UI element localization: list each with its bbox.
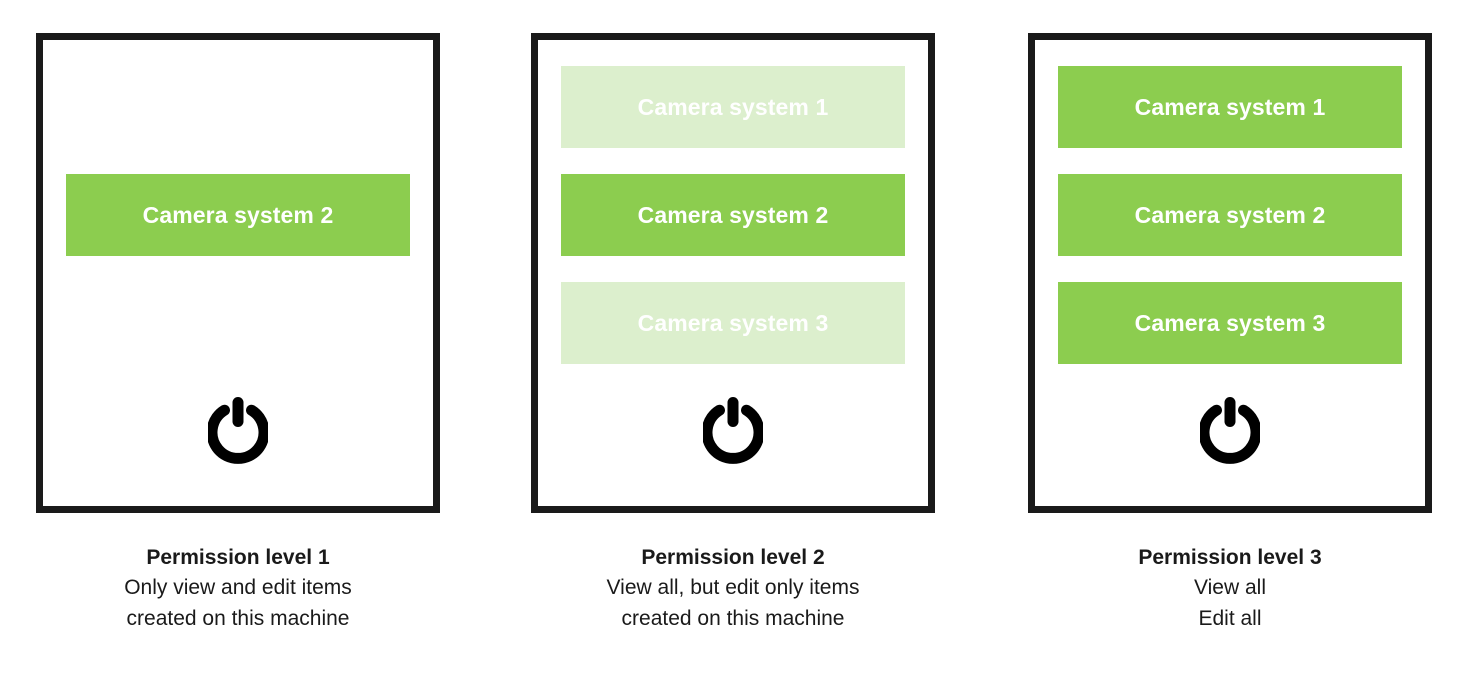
camera-slot-label: Camera system 2: [637, 201, 829, 228]
camera-slot-label: Camera system 3: [637, 309, 829, 336]
power-icon-wrap: [1035, 397, 1425, 465]
permission-level-2-group: Camera system 1 Camera system 2 Camera s…: [531, 33, 935, 634]
permission-level-3-group: Camera system 1 Camera system 2 Camera s…: [1028, 33, 1432, 634]
camera-system-list: Camera system 1 Camera system 2 Camera s…: [538, 66, 928, 364]
camera-slot-camera-system-2[interactable]: Camera system 2: [1058, 174, 1402, 256]
caption-line-1: View all: [1194, 576, 1266, 600]
caption-title: Permission level 2: [641, 546, 825, 569]
caption-line-1: View all, but edit only items: [606, 576, 860, 600]
permission-level-3-caption: Permission level 3 View all Edit all: [1028, 543, 1432, 634]
power-icon-wrap: [538, 397, 928, 465]
camera-slot-label: Camera system 1: [1134, 93, 1326, 120]
camera-slot-label: Camera system 3: [1134, 309, 1326, 336]
camera-slot-camera-system-3[interactable]: Camera system 3: [561, 282, 905, 364]
camera-slot-camera-system-2[interactable]: Camera system 2: [561, 174, 905, 256]
caption-title: Permission level 1: [146, 546, 330, 569]
camera-slot-label: Camera system 2: [142, 201, 334, 228]
camera-slot-camera-system-1[interactable]: Camera system 1: [1058, 66, 1402, 148]
camera-slot-empty-bottom: [66, 282, 410, 364]
camera-slot-camera-system-1[interactable]: Camera system 1: [561, 66, 905, 148]
permission-level-2-caption: Permission level 2 View all, but edit on…: [531, 543, 935, 634]
camera-system-list: Camera system 2: [43, 66, 433, 364]
caption-line-2: Edit all: [1198, 606, 1262, 630]
camera-slot-label: Camera system 1: [637, 93, 829, 120]
permission-level-1-group: Camera system 2 Permission level 1 Only …: [36, 33, 440, 634]
power-icon: [703, 397, 763, 464]
power-icon-wrap: [43, 397, 433, 465]
camera-slot-camera-system-3[interactable]: Camera system 3: [1058, 282, 1402, 364]
permission-level-1-caption: Permission level 1 Only view and edit it…: [36, 543, 440, 634]
camera-slot-label: Camera system 2: [1134, 201, 1326, 228]
power-icon: [208, 397, 268, 464]
camera-system-list: Camera system 1 Camera system 2 Camera s…: [1035, 66, 1425, 364]
caption-line-2: created on this machine: [126, 606, 350, 630]
caption-line-2: created on this machine: [621, 606, 845, 630]
power-icon: [1200, 397, 1260, 464]
permission-level-1-panel: Camera system 2: [36, 33, 440, 513]
camera-slot-empty-top: [66, 66, 410, 148]
caption-line-1: Only view and edit items: [124, 576, 352, 600]
caption-title: Permission level 3: [1138, 546, 1322, 569]
permission-level-2-panel: Camera system 1 Camera system 2 Camera s…: [531, 33, 935, 513]
camera-slot-camera-system-2[interactable]: Camera system 2: [66, 174, 410, 256]
permission-level-3-panel: Camera system 1 Camera system 2 Camera s…: [1028, 33, 1432, 513]
